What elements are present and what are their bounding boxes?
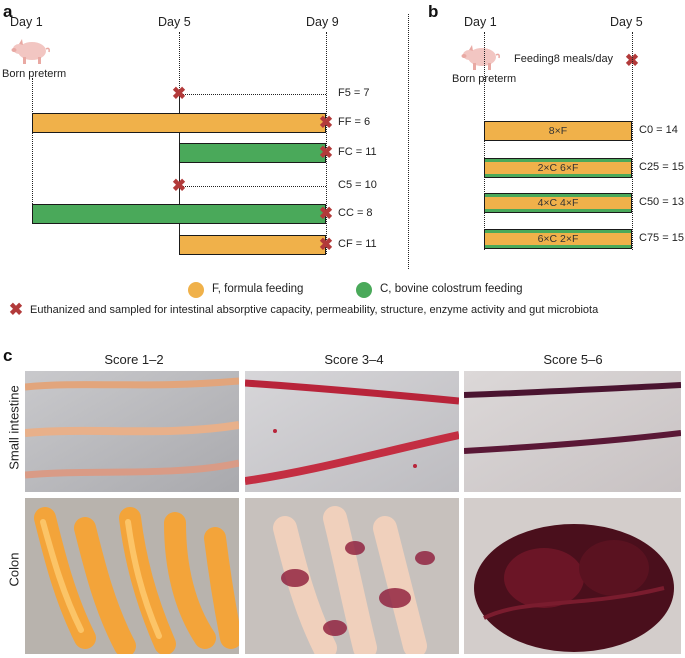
- f5-dotted-line: [180, 94, 326, 95]
- panel-a-day9: Day 9: [306, 15, 339, 29]
- day5-switch-line: [179, 94, 180, 254]
- euthanized-x-icon: ✖: [318, 204, 334, 223]
- group-c0-label: C0 = 14: [639, 124, 678, 136]
- group-ff-label: FF = 6: [338, 116, 371, 128]
- colostrum-legend-swatch: [356, 282, 372, 298]
- formula-legend-label: F, formula feeding: [212, 283, 304, 295]
- colon-score-3-4-photo: [245, 498, 459, 654]
- c25-feeding-bar: 2×C 6×F: [484, 158, 632, 178]
- c0-feeding-bar: 8×F: [484, 121, 632, 141]
- formula-legend-swatch: [188, 282, 204, 298]
- group-c75-label: C75 = 15: [639, 232, 684, 244]
- fc-colostrum-bar: [179, 143, 326, 163]
- euthanized-x-icon: ✖: [318, 113, 334, 132]
- group-c25-label: C25 = 15: [639, 161, 684, 173]
- b-day1-guide-line: [484, 32, 485, 250]
- panel-a-day1: Day 1: [10, 15, 43, 29]
- colon-score-5-6-photo: [464, 498, 681, 654]
- small-intestine-score-5-6-photo: [464, 371, 681, 492]
- euthanized-x-icon: ✖: [318, 235, 334, 254]
- piglet-icon: [11, 39, 50, 64]
- day9-guide-line: [326, 32, 327, 254]
- c75-bar-text: 6×C 2×F: [537, 233, 579, 245]
- score-1-2-heading: Score 1–2: [104, 352, 164, 367]
- euthanized-x-icon: ✖: [318, 143, 334, 162]
- euthanized-x-icon: ✖: [171, 84, 187, 103]
- colostrum-legend-label: C, bovine colostrum feeding: [380, 283, 523, 295]
- b-day5-guide-line: [632, 32, 633, 250]
- piglet-icon: [461, 45, 500, 70]
- group-f5-label: F5 = 7: [338, 87, 370, 99]
- colon-score-1-2-photo: [25, 498, 239, 654]
- panel-c-label: c: [3, 346, 13, 365]
- c5-dotted-line: [180, 186, 326, 187]
- group-fc-label: FC = 11: [338, 146, 377, 158]
- group-cc-label: CC = 8: [338, 207, 373, 219]
- group-c5-label: C5 = 10: [338, 179, 377, 191]
- euthanized-x-icon: ✖: [171, 176, 187, 195]
- c25-bar-text: 2×C 6×F: [537, 162, 579, 174]
- panel-a-label: a: [3, 2, 13, 21]
- feeding-frequency-label: Feeding8 meals/day: [514, 53, 614, 65]
- panel-b-label: b: [428, 2, 439, 21]
- small-intestine-score-1-2-photo: [25, 371, 239, 492]
- small-intestine-row-label: Small intestine: [6, 385, 22, 470]
- group-c50-label: C50 = 13: [639, 196, 684, 208]
- score-5-6-heading: Score 5–6: [543, 352, 603, 367]
- euthanized-legend-label: Euthanized and sampled for intestinal ab…: [30, 304, 599, 316]
- panel-a-born-label: Born preterm: [2, 68, 67, 80]
- day5-guide-line: [179, 32, 180, 94]
- score-3-4-heading: Score 3–4: [324, 352, 384, 367]
- c50-feeding-bar: 4×C 4×F: [484, 193, 632, 213]
- group-cf-label: CF = 11: [338, 238, 377, 250]
- cc-colostrum-bar: [32, 204, 326, 224]
- panel-divider: [408, 14, 409, 269]
- panel-b-day5: Day 5: [610, 15, 643, 29]
- c50-bar-text: 4×C 4×F: [537, 197, 579, 209]
- c0-bar-text: 8×F: [548, 125, 568, 137]
- panel-a-day5: Day 5: [158, 15, 191, 29]
- ff-formula-bar: [32, 113, 326, 133]
- euthanized-legend-x-icon: ✖: [8, 300, 24, 319]
- day1-guide-line: [32, 78, 33, 208]
- c75-feeding-bar: 6×C 2×F: [484, 229, 632, 249]
- cf-formula-bar: [179, 235, 326, 255]
- colon-row-label: Colon: [6, 552, 22, 587]
- panel-b-day1: Day 1: [464, 15, 497, 29]
- small-intestine-score-3-4-photo: [245, 371, 459, 492]
